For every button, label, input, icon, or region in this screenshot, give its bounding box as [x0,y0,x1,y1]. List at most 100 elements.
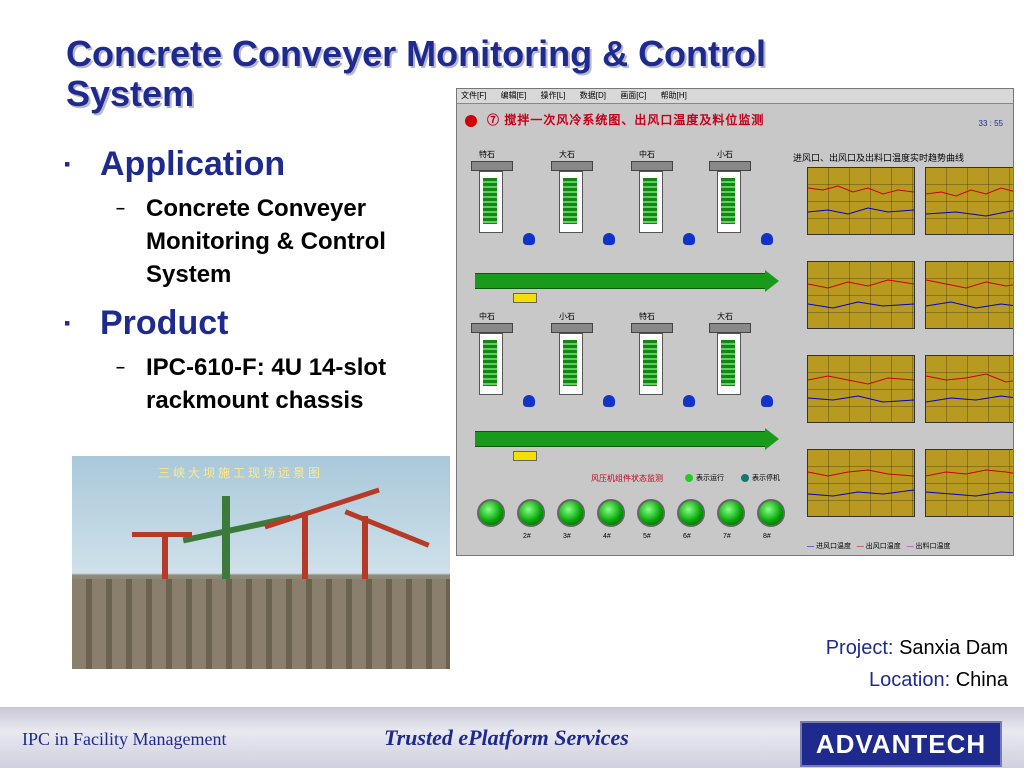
square-bullet-icon: ▪ [64,313,71,333]
status-lamp-icon [523,233,535,245]
conveyor-belt [475,270,779,292]
crane-jib [344,509,430,548]
process-row-top: 特石 大石 中石 小石 [461,149,791,303]
trend-plot [807,261,915,329]
dash-bullet-icon: – [116,359,125,376]
alarm-light-icon [465,115,477,127]
crane-tower [222,496,230,636]
trend-plot [925,261,1013,329]
menu-item: 文件[F] [461,91,487,100]
trend-plot [807,355,915,423]
silo-label: 特石 [639,312,655,321]
trend-plot [807,167,915,235]
status-lamp-icon [683,395,695,407]
machine-label: 8# [763,533,771,540]
project-key: Project: [825,637,894,659]
direction-arrow-icon [513,293,537,303]
footer-left-text: IPC in Facility Management [22,729,227,749]
silo [479,333,503,395]
section-item-label: IPC-610-F: 4U 14-slot rackmount chassis [146,354,387,414]
machine-led [717,499,745,527]
machine-led [637,499,665,527]
crane-jib [132,532,192,537]
crane-jib [182,514,292,544]
section-item: – Concrete Conveyer Monitoring & Control… [64,192,444,291]
silo-label: 特石 [479,150,495,159]
logo-text: ADVANTECH [815,728,987,759]
section-heading-label: Application [100,145,286,183]
status-panel: 风压机组件状态监测 表示运行 表示停机 2# 3# 4# 5# 6# 7# 8# [461,471,791,551]
dam-structure [72,579,450,669]
machine-label: 4# [603,533,611,540]
status-title: 风压机组件状态监测 [591,474,663,483]
bullet-list: ▪ Application – Concrete Conveyer Monito… [64,144,444,417]
silo [639,333,663,395]
trend-plot [807,449,915,517]
location-line: Location: China [826,664,1008,696]
silo [639,171,663,233]
section-item: – IPC-610-F: 4U 14-slot rackmount chassi… [64,351,444,417]
scada-clock: 33 : 55 [978,119,1003,128]
trend-plot [925,355,1013,423]
machine-led [517,499,545,527]
silo-label: 中石 [639,150,655,159]
status-lamp-icon [761,395,773,407]
scada-caption: ⑦ 搅拌一次风冷系统图、出风口温度及料位监测 [487,113,765,127]
project-info: Project: Sanxia Dam Location: China [826,632,1008,696]
machine-label: 7# [723,533,731,540]
silo [717,171,741,233]
legend-run: 表示运行 [685,473,724,483]
menu-item: 编辑[E] [500,91,527,100]
scada-screenshot: 文件[F] 编辑[E] 操作[L] 数据[D] 画面[C] 帮助[H] ⑦ 搅拌… [456,88,1014,556]
silo [479,171,503,233]
silo [559,333,583,395]
menu-item: 操作[L] [540,91,566,100]
trend-title: 进风口、出风口及出料口温度实时趋势曲线 [793,153,965,163]
legend-stop: 表示停机 [741,473,780,483]
location-value: China [955,669,1008,691]
status-lamp-icon [523,395,535,407]
status-lamp-icon [603,233,615,245]
footer-tagline: Trusted ePlatform Services [384,725,629,750]
project-value: Sanxia Dam [899,637,1008,659]
machine-led [677,499,705,527]
footer: IPC in Facility Management Trusted ePlat… [0,707,1024,768]
direction-arrow-icon [513,451,537,461]
machine-led [757,499,785,527]
machine-label: 6# [683,533,691,540]
photo-caption: 三峡大坝施工现场远景图 [158,466,324,480]
status-lamp-icon [761,233,773,245]
machine-led [557,499,585,527]
construction-site-photo: 三峡大坝施工现场远景图 [72,456,450,669]
scada-menubar: 文件[F] 编辑[E] 操作[L] 数据[D] 画面[C] 帮助[H] [457,89,1013,104]
section-heading-label: Product [100,304,229,342]
advantech-logo: ADVANTECH [800,721,1002,767]
menu-item: 帮助[H] [660,91,687,100]
process-row-bottom: 中石 小石 特石 大石 [461,311,791,461]
section-heading-application: ▪ Application [64,144,444,184]
silo [559,171,583,233]
menu-item: 画面[C] [620,91,647,100]
machine-led [477,499,505,527]
silo-label: 大石 [559,150,575,159]
conveyor-belt [475,428,779,450]
crane-tower [362,516,368,636]
trend-plot [925,449,1013,517]
section-heading-product: ▪ Product [64,303,444,343]
machine-label: 3# [563,533,571,540]
section-item-label: Concrete Conveyer Monitoring & Control S… [146,195,386,288]
machine-label: 5# [643,533,651,540]
trend-legend: — 进风口温度 — 出风口温度 — 出料口温度 [807,543,951,550]
silo [717,333,741,395]
machine-led [597,499,625,527]
location-key: Location: [869,669,951,691]
project-line: Project: Sanxia Dam [826,632,1008,664]
slide-title: Concrete Conveyer Monitoring & Control S… [66,33,767,114]
dash-bullet-icon: – [116,200,125,217]
machine-label: 2# [523,533,531,540]
square-bullet-icon: ▪ [64,154,71,174]
menu-item: 数据[D] [579,91,606,100]
silo-label: 小石 [559,312,575,321]
silo-label: 中石 [479,312,495,321]
status-lamp-icon [683,233,695,245]
